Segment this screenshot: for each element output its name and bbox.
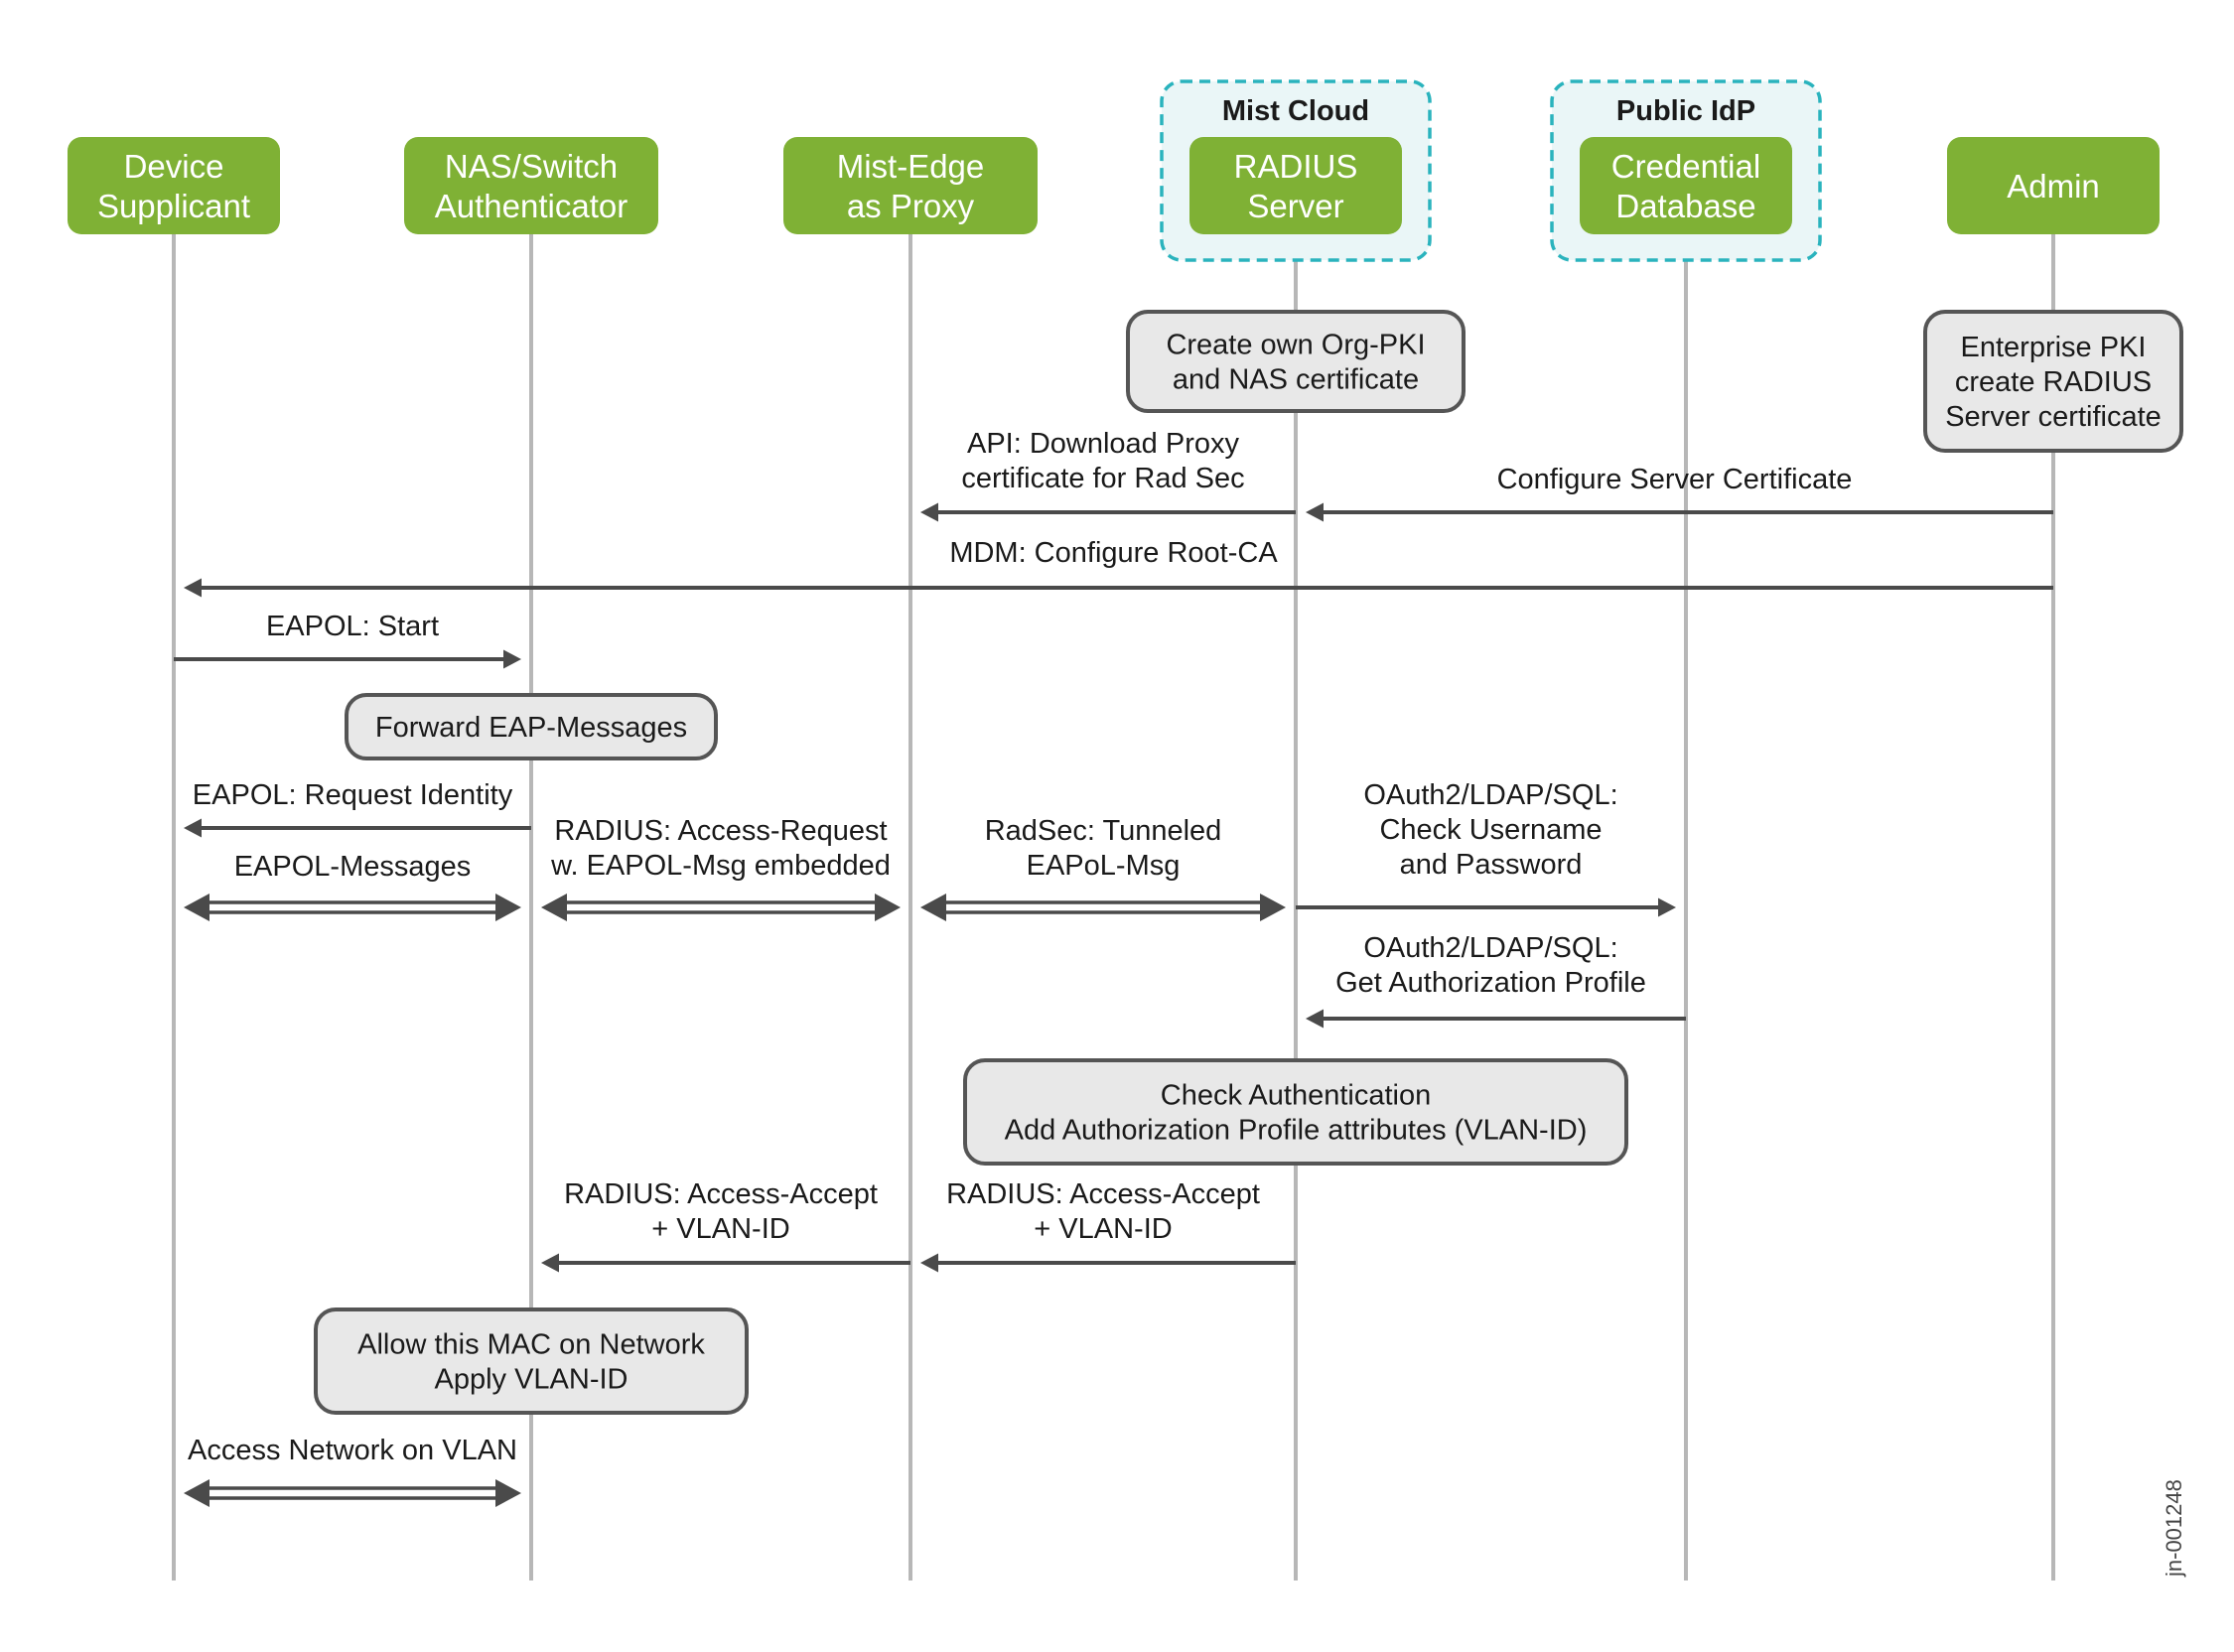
message-accept-to-edge-arrowhead	[920, 1253, 938, 1273]
actor-cred-box	[1580, 137, 1792, 234]
actor-admin-box	[1947, 137, 2160, 234]
message-access-network: Access Network on VLAN	[184, 1435, 521, 1507]
actor-admin-label: Admin	[2007, 168, 2100, 205]
group-idp-label: Public IdP	[1616, 95, 1755, 127]
actor-admin: Admin	[1947, 137, 2160, 234]
message-eapol-messages: EAPOL-Messages	[184, 851, 521, 921]
group-mist-label: Mist Cloud	[1222, 95, 1369, 127]
message-access-network-arrowhead-right	[495, 1479, 521, 1507]
message-config-server-cert-arrowhead	[1306, 502, 1324, 522]
message-accept-to-nas: RADIUS: Access-Accept+ VLAN-ID	[541, 1178, 910, 1273]
message-api-download-arrowhead	[920, 502, 938, 522]
message-mdm-root-ca-label: MDM: Configure Root-CA	[949, 537, 1278, 569]
note-allow-mac-box	[314, 1308, 749, 1415]
note-check-auth-box	[963, 1058, 1628, 1166]
actor-edge-box	[783, 137, 1038, 234]
message-accept-to-edge-label: RADIUS: Access-Accept+ VLAN-ID	[946, 1178, 1260, 1245]
message-radius-access-request-arrowhead-left	[541, 894, 567, 921]
note-org-pki-box	[1126, 310, 1466, 413]
message-get-authz-profile-label: OAuth2/LDAP/SQL:Get Authorization Profil…	[1335, 932, 1646, 999]
actor-nas-box	[404, 137, 658, 234]
message-radsec-tunneled-arrowhead-left	[920, 894, 946, 921]
message-access-network-label: Access Network on VLAN	[188, 1435, 517, 1466]
message-get-authz-profile-arrowhead	[1306, 1009, 1324, 1029]
message-eapol-start-arrowhead	[503, 649, 521, 669]
message-eapol-start: EAPOL: Start	[174, 611, 521, 669]
message-eapol-request-identity-arrowhead	[184, 818, 202, 838]
note-forward-eap-label: Forward EAP-Messages	[375, 712, 687, 744]
message-accept-to-edge: RADIUS: Access-Accept+ VLAN-ID	[920, 1178, 1296, 1273]
message-config-server-cert-label: Configure Server Certificate	[1497, 464, 1853, 495]
message-eapol-messages-label: EAPOL-Messages	[234, 851, 472, 883]
message-check-username-arrowhead	[1658, 897, 1676, 917]
figure-id-label: jn-001248	[2162, 1479, 2186, 1578]
message-accept-to-nas-arrowhead	[541, 1253, 559, 1273]
message-mdm-root-ca: MDM: Configure Root-CA	[184, 537, 2053, 598]
lifelines	[172, 230, 2055, 1581]
message-eapol-messages-arrowhead-right	[495, 894, 521, 921]
message-access-network-arrowhead-left	[184, 1479, 209, 1507]
message-mdm-root-ca-arrowhead	[184, 578, 202, 598]
note-forward-eap-box	[345, 693, 718, 760]
message-radsec-tunneled-arrowhead-right	[1260, 894, 1286, 921]
message-accept-to-nas-label: RADIUS: Access-Accept+ VLAN-ID	[564, 1178, 878, 1245]
message-radius-access-request-arrowhead-right	[875, 894, 901, 921]
message-eapol-request-identity-label: EAPOL: Request Identity	[193, 779, 513, 811]
message-eapol-request-identity: EAPOL: Request Identity	[184, 779, 531, 838]
message-get-authz-profile: OAuth2/LDAP/SQL:Get Authorization Profil…	[1306, 932, 1686, 1029]
message-config-server-cert: Configure Server Certificate	[1306, 464, 2053, 522]
note-forward-eap: Forward EAP-Messages	[345, 693, 718, 760]
actor-radius-box	[1189, 137, 1402, 234]
message-eapol-start-label: EAPOL: Start	[266, 611, 439, 642]
note-enterprise-pki-box	[1923, 310, 2183, 453]
actor-device-box	[68, 137, 280, 234]
message-eapol-messages-arrowhead-left	[184, 894, 209, 921]
